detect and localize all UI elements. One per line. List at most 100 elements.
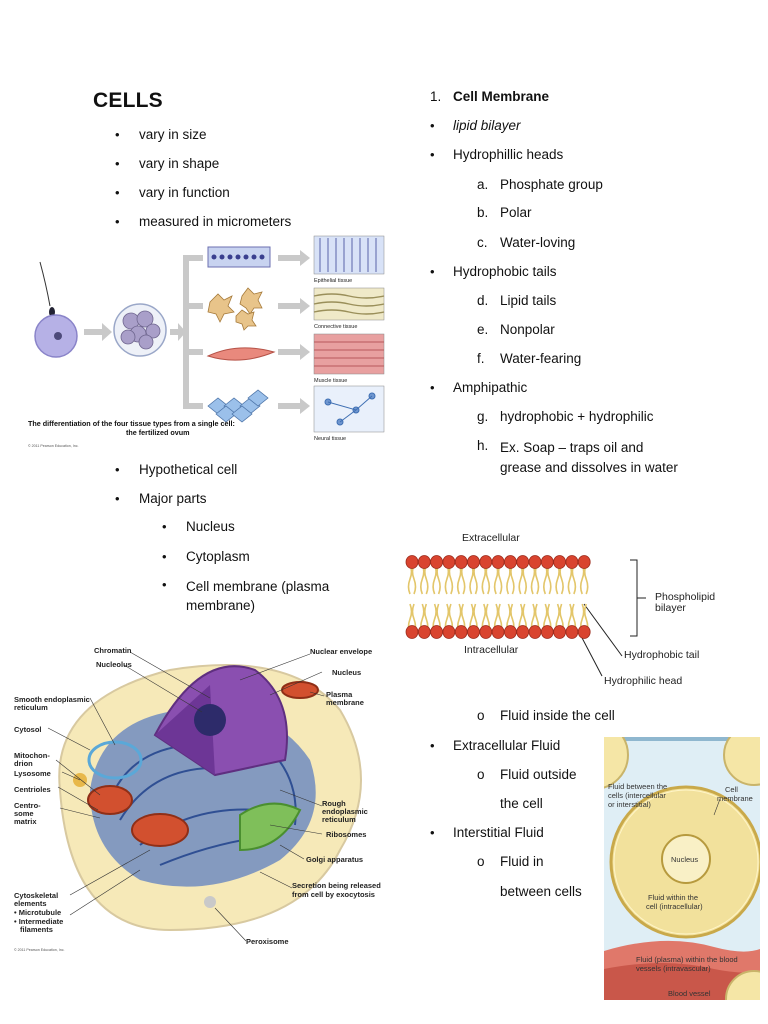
list-marker: d. — [477, 293, 489, 308]
list-marker: b. — [477, 205, 489, 220]
neighbor-cell — [723, 737, 760, 786]
phospholipid-head — [405, 555, 419, 569]
phospholipid-head — [417, 625, 431, 639]
phospholipid-head — [504, 555, 517, 569]
blood-vessel-label: Blood vessel — [668, 989, 711, 998]
list-marker: g. — [477, 409, 489, 424]
epithelial-nuclei — [211, 254, 265, 260]
chromatin-label: Chromatin — [94, 646, 132, 655]
sub-bullet: o — [477, 854, 485, 869]
phospholipid-head — [577, 625, 591, 639]
secretion-label-2: from cell by exocytosis — [292, 890, 375, 899]
centrosome-label-3: matrix — [14, 817, 37, 826]
secretion-label-1: Secretion being released — [292, 881, 381, 890]
between-label-3: or interstitial) — [608, 800, 651, 809]
bilayer-bracket — [630, 559, 638, 637]
phospholipid-head — [516, 625, 530, 639]
branch-lines — [183, 255, 203, 409]
list-item: the cell — [500, 796, 543, 811]
bullet: • — [430, 380, 435, 395]
bullet: • — [162, 519, 167, 534]
phospholipid-head — [479, 555, 493, 569]
mitochondrion-label-2: drion — [14, 759, 33, 768]
phospholipid-head — [516, 555, 530, 569]
epithelial-pattern — [319, 238, 377, 272]
tissue-copyright: © 2011 Pearson Education, Inc. — [28, 444, 79, 448]
rough-er-label-1: Rough — [322, 799, 346, 808]
peroxisome — [204, 896, 216, 908]
bullet: • — [162, 577, 167, 592]
bullet: • — [115, 491, 120, 506]
mitochondrion — [87, 785, 133, 815]
list-item: vary in function — [139, 185, 230, 200]
list-item: between cells — [500, 884, 582, 899]
bullet: • — [115, 156, 120, 171]
extracellular-label: Extracellular — [462, 532, 520, 544]
golgi-label: Golgi apparatus — [306, 855, 363, 864]
centrioles-label: Centrioles — [14, 785, 51, 794]
arrow — [84, 323, 112, 341]
cytoskeletal-label-5: filaments — [20, 925, 53, 934]
mitochondrion — [131, 813, 189, 847]
list-item: Interstitial Fluid — [453, 825, 544, 840]
bullet: • — [162, 549, 167, 564]
neighbor-cell — [604, 737, 629, 789]
list-item: lipid bilayer — [453, 118, 521, 133]
cell-membrane-label-1: Cell — [725, 785, 738, 794]
bullet: • — [430, 825, 435, 840]
list-marker: f. — [477, 351, 485, 366]
neighbor-cell — [725, 970, 760, 1000]
phospholipid-head — [504, 625, 517, 639]
head-leader-line — [579, 633, 603, 677]
nucleus-label: Nucleus — [671, 855, 698, 864]
page-title: CELLS — [93, 89, 163, 112]
list-item: Hydrophobic tails — [453, 264, 557, 279]
sub-bullet: o — [477, 708, 485, 723]
phospholipid-head — [454, 625, 468, 639]
nuclear-envelope-label: Nuclear envelope — [310, 647, 372, 656]
list-item: Nonpolar — [500, 322, 555, 337]
list-item: Water-loving — [500, 235, 576, 250]
tissue-differentiation-figure: Epithelial tissue Connective tissue Musc… — [28, 235, 385, 448]
leader-lines — [47, 651, 325, 942]
cytoskeletal-label-3: • Microtubule — [14, 908, 61, 917]
phospholipid-head — [553, 625, 567, 639]
list-item: Ex. Soap – traps oil and grease and diss… — [500, 440, 678, 475]
phospholipid-head — [540, 625, 554, 639]
hydrophobic-tail-label: Hydrophobic tail — [624, 649, 699, 661]
list-item: Fluid inside the cell — [500, 708, 615, 723]
bullet: • — [430, 264, 435, 279]
nucleus-label: Nucleus — [332, 668, 361, 677]
list-item: Fluid in — [500, 854, 544, 869]
muscle-pattern — [314, 341, 384, 367]
mitochondrion — [281, 681, 319, 699]
nucleolus-label: Nucleolus — [96, 660, 132, 669]
phospholipid-head — [528, 625, 542, 639]
phospholipid-head — [565, 555, 579, 569]
heading-number: 1. — [430, 89, 442, 104]
phospholipid-bilayer-figure: Extracellular Intracellular Phospholipid… — [400, 526, 764, 692]
neural-tissue-label: Neural tissue — [314, 436, 346, 442]
bullet: • — [115, 127, 120, 142]
plasma-label-1: Fluid (plasma) within the blood — [636, 955, 738, 964]
fluid-compartments-figure: Fluid between the cells (intercellular o… — [604, 737, 760, 1000]
neural-pattern — [324, 392, 376, 426]
list-item: Extracellular Fluid — [453, 738, 561, 753]
list-item: Hypothetical cell — [139, 462, 238, 477]
cell-membrane-label-2: membrane — [717, 794, 753, 803]
between-label-2: cells (intercellular — [608, 791, 666, 800]
tissue-caption-line1: The differentiation of the four tissue t… — [28, 419, 235, 428]
phospholipid-label-2: bilayer — [655, 602, 686, 614]
list-item: Major parts — [139, 491, 207, 506]
bullet: • — [115, 185, 120, 200]
epithelial-tissue-image — [313, 235, 385, 275]
membrane-leader-line — [713, 798, 721, 816]
list-item: Fluid outside — [500, 767, 577, 782]
connective-cells — [207, 287, 263, 331]
hydrophilic-head-label: Hydrophilic head — [604, 675, 682, 687]
list-item: Cytoplasm — [186, 549, 250, 564]
phospholipid-head — [405, 625, 419, 639]
arrow — [170, 323, 186, 341]
ovum-nucleus — [54, 332, 62, 340]
phospholipid-head — [417, 555, 431, 569]
